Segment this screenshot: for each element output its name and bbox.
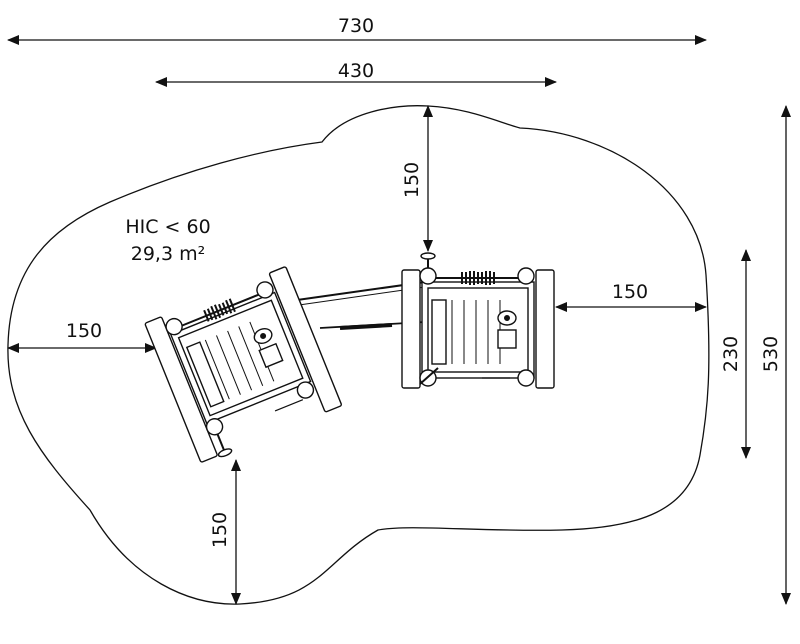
dimension-label-730: 730 xyxy=(338,15,374,37)
dimension-right-clearance: 150 xyxy=(555,281,707,312)
hic-label: HIC < 60 xyxy=(125,216,210,238)
dimension-left-clearance: 150 xyxy=(7,320,157,353)
dimension-overall-width: 730 xyxy=(7,15,707,45)
dimension-equipment-depth: 230 xyxy=(720,249,751,459)
safety-zone-outline xyxy=(7,105,710,605)
dimension-label-430: 430 xyxy=(338,60,374,82)
dimension-label-bottom-150: 150 xyxy=(209,512,231,548)
area-label: 29,3 m² xyxy=(131,243,205,265)
play-unit-left xyxy=(144,266,342,463)
dimension-label-right-150: 150 xyxy=(612,281,648,303)
dimension-bottom-clearance: 150 xyxy=(209,459,241,605)
dimension-label-top-150: 150 xyxy=(401,162,423,198)
dimension-inner-width: 430 xyxy=(155,60,557,87)
dimension-label-left-150: 150 xyxy=(66,320,102,342)
dimension-overall-depth: 530 xyxy=(760,105,791,605)
dimension-top-clearance: 150 xyxy=(401,105,433,252)
dimension-label-530: 530 xyxy=(760,336,782,372)
play-unit-right xyxy=(401,252,555,389)
dimension-label-230: 230 xyxy=(720,336,742,372)
